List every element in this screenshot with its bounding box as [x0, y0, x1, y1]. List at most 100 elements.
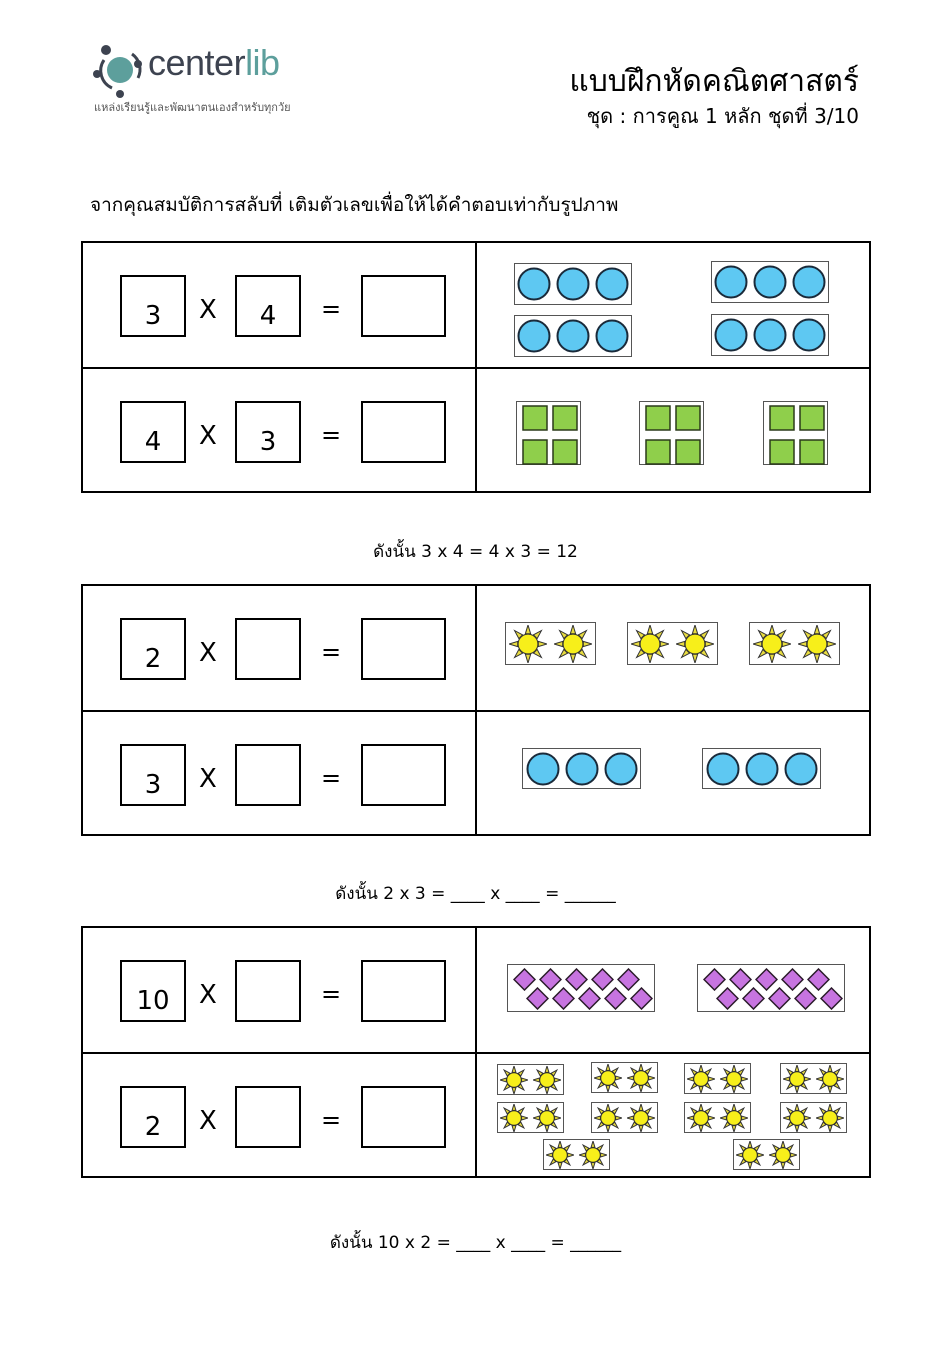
sun-icon	[546, 1140, 575, 1169]
diamond-icon	[715, 986, 740, 1014]
circle-icon	[604, 752, 638, 786]
circle-icon	[714, 265, 748, 299]
diamond-icon	[616, 967, 641, 995]
answer-box[interactable]	[361, 960, 446, 1022]
diamond-icon	[564, 967, 589, 995]
square-icon	[645, 439, 671, 469]
problem-table: 2 X = 3 X =	[81, 584, 871, 836]
problem-row: 2 X =	[83, 586, 869, 710]
circle-icon	[565, 752, 599, 786]
sun-icon	[783, 1064, 812, 1093]
picture-group	[733, 1139, 800, 1170]
sun-icon	[532, 1065, 561, 1094]
answer-box[interactable]	[361, 744, 446, 806]
circle-icon	[753, 318, 787, 352]
picture-group	[497, 1064, 564, 1095]
sun-icon	[626, 1103, 655, 1132]
sun-icon	[783, 1103, 812, 1132]
picture-group	[522, 748, 641, 789]
equals-sign: =	[321, 295, 342, 323]
picture-group	[505, 622, 596, 665]
answer-box[interactable]	[361, 275, 446, 337]
times-sign: X	[199, 638, 217, 668]
square-icon	[769, 439, 795, 469]
times-sign: X	[199, 421, 217, 451]
picture-group	[763, 401, 828, 465]
problem-row: 10 X =	[83, 928, 869, 1052]
sun-icon	[500, 1065, 529, 1094]
logo-mark-icon	[93, 45, 142, 98]
picture-group	[749, 622, 840, 665]
factor-a-box: 10	[120, 960, 186, 1022]
picture-group	[711, 314, 829, 356]
square-icon	[799, 439, 825, 469]
diamond-icon	[702, 967, 727, 995]
picture-group	[514, 315, 632, 357]
factor-b-box[interactable]	[235, 1086, 301, 1148]
picture-group	[516, 401, 581, 465]
sun-icon	[753, 624, 792, 663]
instruction-text: จากคุณสมบัติการสลับที่ เติมตัวเลขเพื่อให…	[90, 194, 619, 216]
sun-icon	[797, 624, 836, 663]
square-icon	[552, 405, 578, 435]
picture-group	[497, 1102, 564, 1133]
diamond-icon	[793, 986, 818, 1014]
circle-icon	[745, 752, 779, 786]
sun-icon	[815, 1064, 844, 1093]
sun-icon	[594, 1103, 623, 1132]
picture-group	[711, 261, 829, 303]
circle-icon	[784, 752, 818, 786]
factor-b-box[interactable]	[235, 744, 301, 806]
sun-icon	[675, 624, 714, 663]
picture-group	[639, 401, 704, 465]
circle-icon	[517, 267, 551, 301]
times-sign: X	[199, 1106, 217, 1136]
factor-b-box[interactable]	[235, 618, 301, 680]
circle-icon	[595, 267, 629, 301]
summary-line: ดังนั้น 2 x 3 = ____ x ____ = ______	[335, 884, 616, 904]
picture-group	[697, 964, 845, 1012]
picture-cell	[477, 369, 869, 493]
circle-icon	[595, 319, 629, 353]
circle-icon	[706, 752, 740, 786]
square-icon	[675, 439, 701, 469]
logo-tagline: แหล่งเรียนรู้และพัฒนาตนเองสำหรับทุกวัย	[94, 101, 291, 114]
factor-b-box: 4	[235, 275, 301, 337]
equals-sign: =	[321, 638, 342, 666]
answer-box[interactable]	[361, 1086, 446, 1148]
picture-cell	[477, 928, 869, 1052]
diamond-icon	[525, 986, 550, 1014]
square-icon	[799, 405, 825, 435]
answer-box[interactable]	[361, 401, 446, 463]
picture-group	[507, 964, 655, 1012]
diamond-icon	[590, 967, 615, 995]
picture-group	[702, 748, 821, 789]
picture-group	[780, 1102, 847, 1133]
sun-icon	[736, 1140, 765, 1169]
column-divider	[475, 369, 477, 493]
sun-icon	[719, 1103, 748, 1132]
summary-line: ดังนั้น 10 x 2 = ____ x ____ = ______	[329, 1233, 622, 1253]
picture-group	[627, 622, 718, 665]
sun-icon	[532, 1103, 561, 1132]
circle-icon	[517, 319, 551, 353]
picture-cell	[477, 712, 869, 836]
sun-icon	[578, 1140, 607, 1169]
problem-row: 3 X =	[83, 710, 869, 836]
picture-group	[514, 263, 632, 305]
picture-cell	[477, 586, 869, 710]
square-icon	[769, 405, 795, 435]
sun-icon	[553, 624, 592, 663]
sun-icon	[594, 1063, 623, 1092]
sun-icon	[500, 1103, 529, 1132]
sun-icon	[626, 1063, 655, 1092]
circle-icon	[792, 265, 826, 299]
answer-box[interactable]	[361, 618, 446, 680]
picture-group	[684, 1063, 751, 1094]
sun-icon	[815, 1103, 844, 1132]
column-divider	[475, 243, 477, 367]
picture-group	[780, 1063, 847, 1094]
sun-icon	[719, 1064, 748, 1093]
factor-b-box: 3	[235, 401, 301, 463]
factor-b-box[interactable]	[235, 960, 301, 1022]
